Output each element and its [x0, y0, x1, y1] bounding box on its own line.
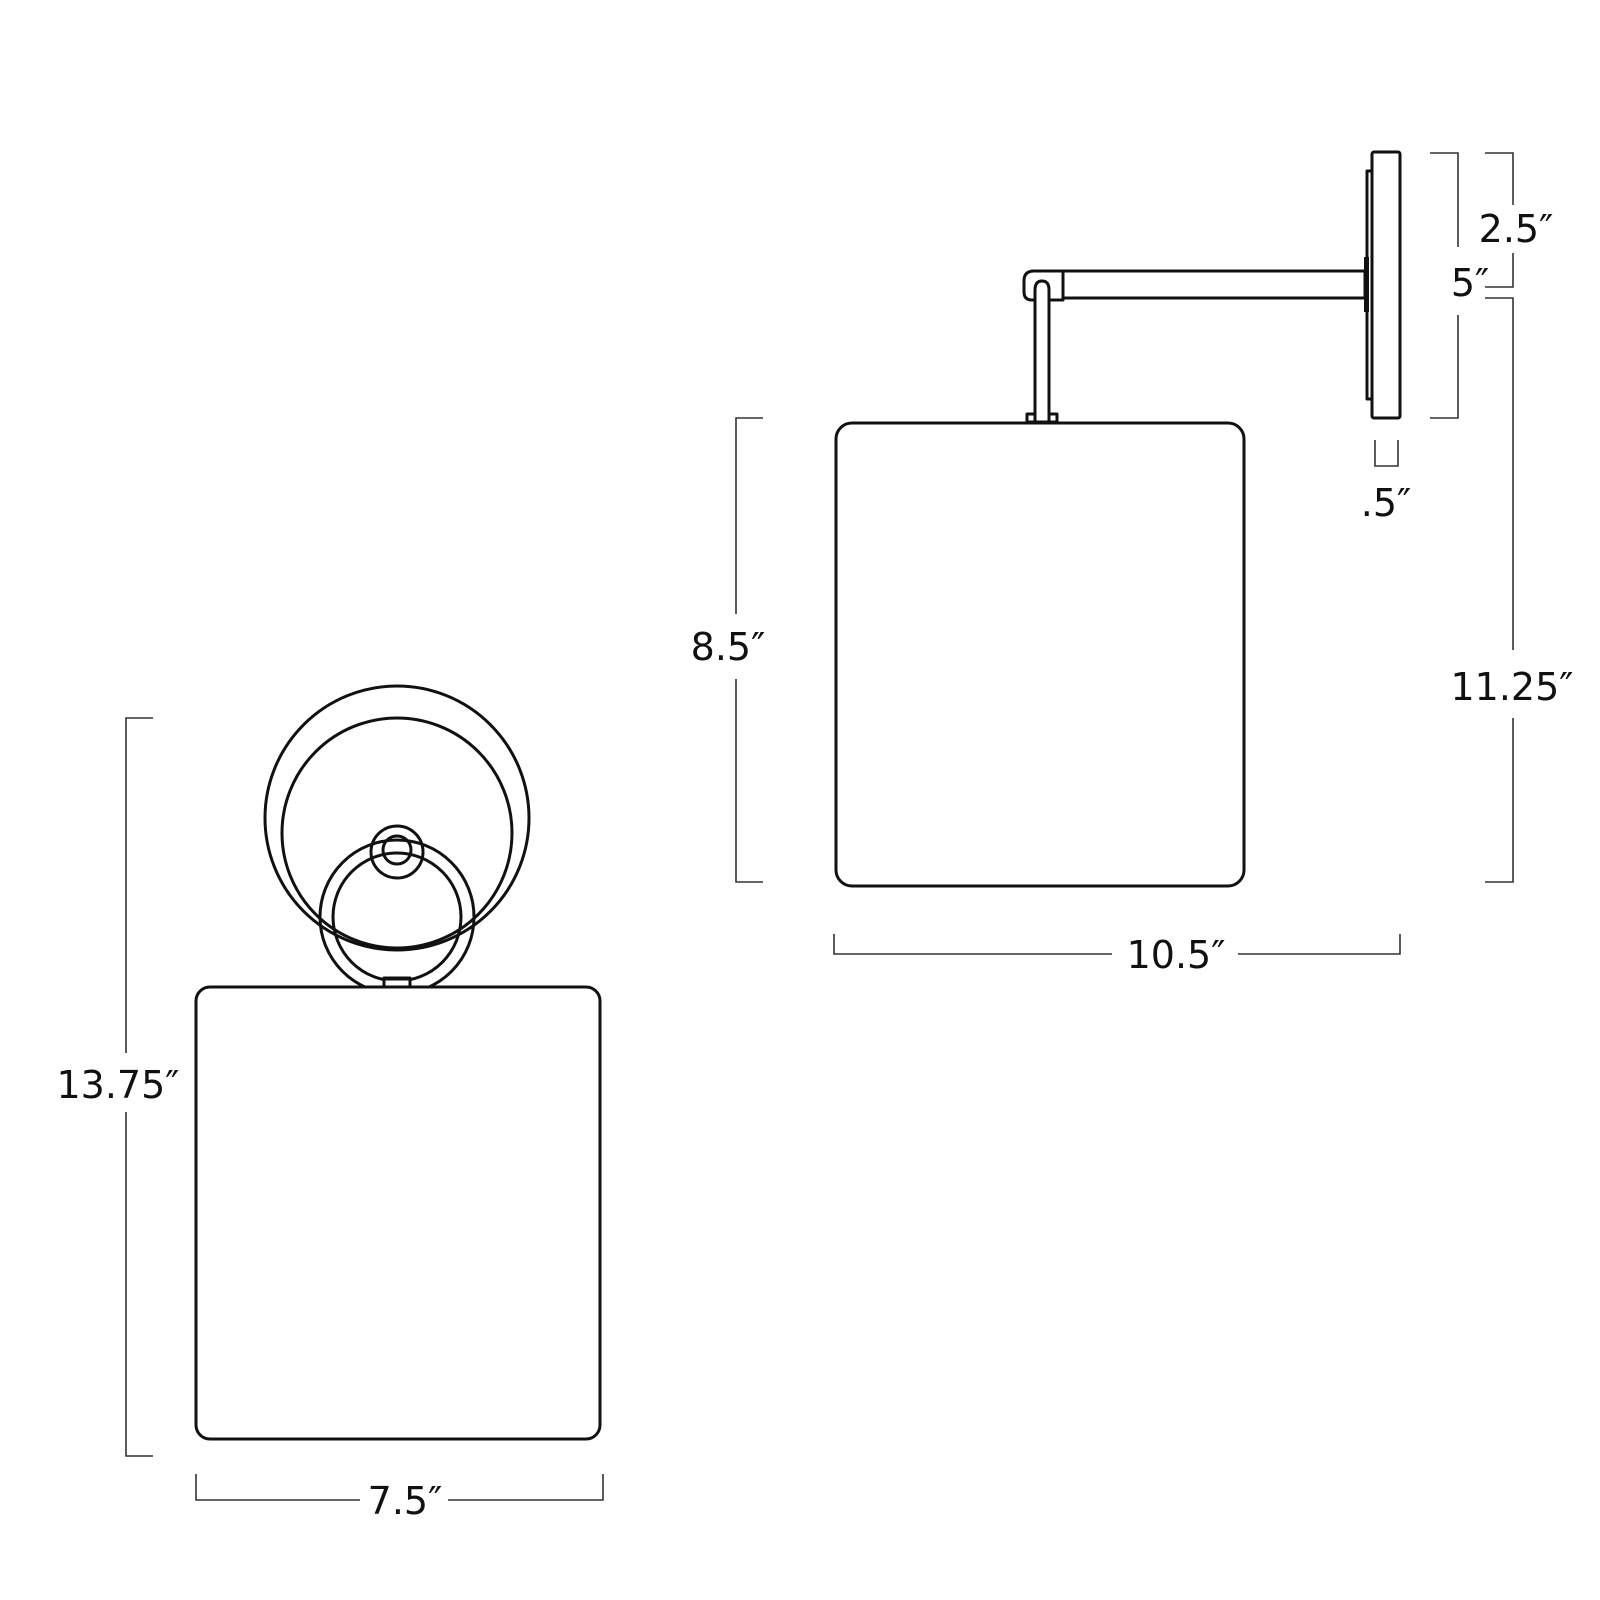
- extension-label: 10.5″: [1127, 933, 1226, 977]
- front-height-label: 13.75″: [57, 1063, 180, 1107]
- top-to-arm-dimension-line: [1485, 152, 1514, 288]
- front-shade: [194, 985, 602, 1441]
- front-width-label: 7.5″: [368, 1479, 443, 1523]
- width-dimension-line: [195, 1474, 604, 1501]
- drop-rod: [1033, 279, 1051, 424]
- side-backplate: [1370, 150, 1402, 420]
- backplate-height-dimension-line: [1430, 152, 1459, 419]
- arm-tube: [1061, 269, 1367, 300]
- backplate-height-label: 5″: [1451, 261, 1489, 305]
- height-dimension-line: [125, 717, 153, 1457]
- side-shade: [834, 421, 1246, 888]
- arm-to-bottom-dimension-line: [1485, 297, 1514, 883]
- extension-dimension-line: [833, 934, 1401, 955]
- backplate-depth-label: .5″: [1361, 481, 1411, 525]
- front-view: 13.75″ 7.5″: [57, 684, 604, 1523]
- top-to-arm-label: 2.5″: [1479, 207, 1554, 251]
- socket-knob: [381, 834, 413, 866]
- backplate-outer-circle: [263, 684, 531, 952]
- side-view: 8.5″ 10.5″ 5″ 2.5″ 11.25″ .5″: [691, 150, 1574, 977]
- arm-to-bottom-label: 11.25″: [1451, 665, 1574, 709]
- rod-foot-left: [1025, 412, 1037, 424]
- backplate-depth-dimension-line: [1374, 440, 1399, 467]
- shade-height-dimension-line: [735, 417, 763, 883]
- rod-foot-right: [1047, 412, 1059, 424]
- mount-tab-top: [382, 977, 412, 989]
- shade-height-label: 8.5″: [691, 625, 766, 669]
- backplate-inner-circle: [280, 716, 514, 950]
